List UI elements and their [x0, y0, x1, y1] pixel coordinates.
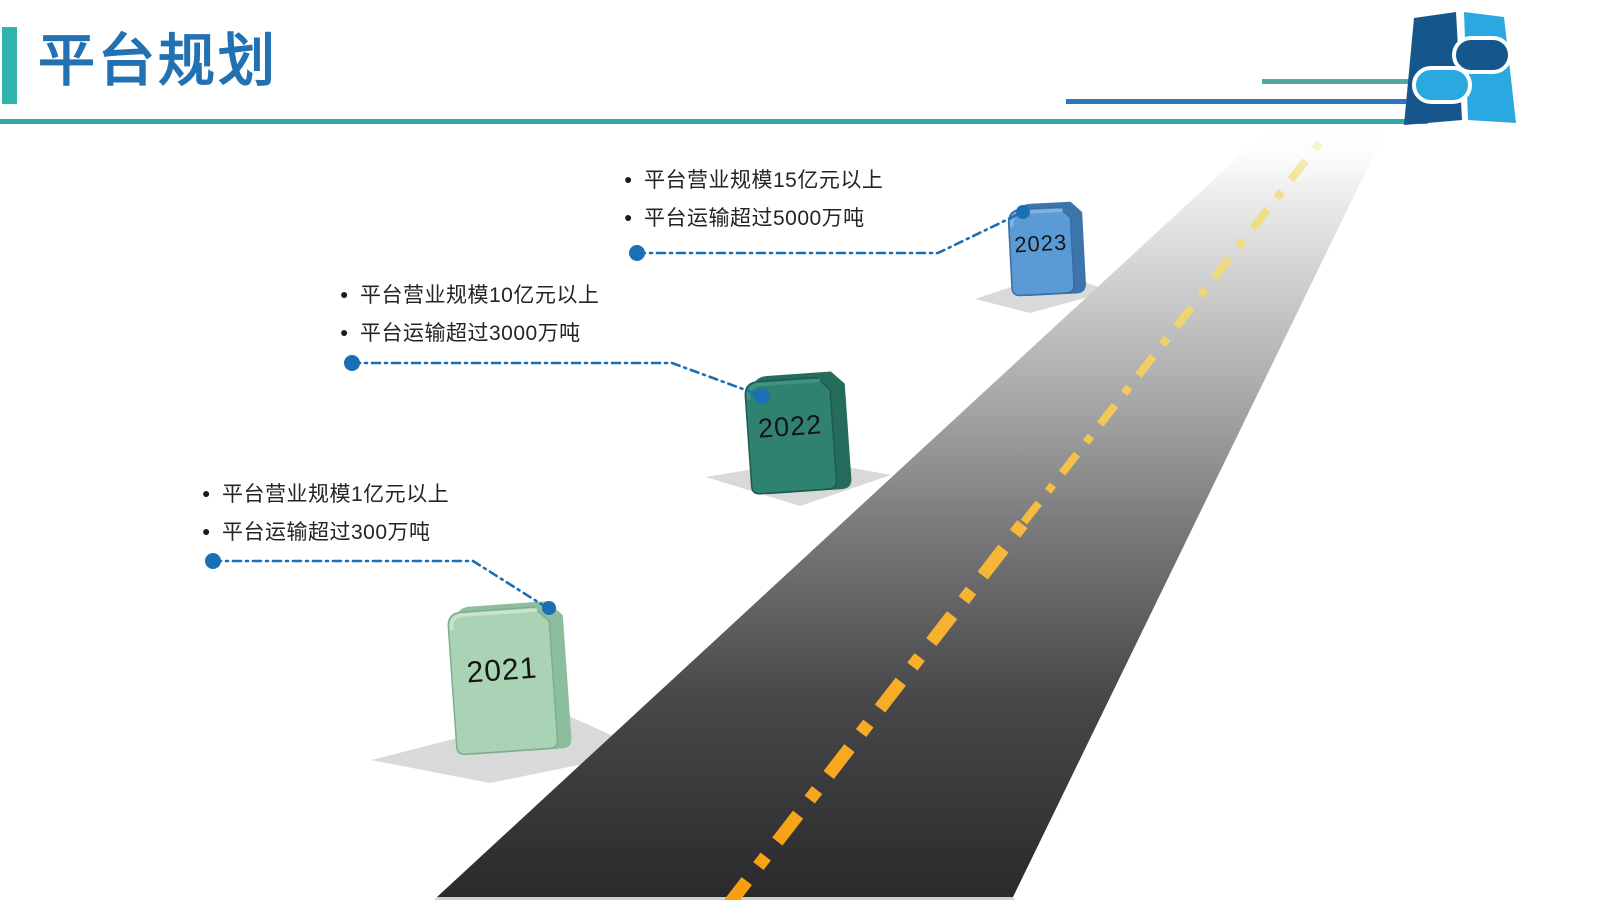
milestone-stone-2021: 2021	[447, 601, 572, 756]
road-edge-strip	[434, 897, 1016, 900]
stone-year-label: 2022	[757, 409, 823, 443]
stone-year-label: 2021	[466, 652, 539, 690]
road	[437, 126, 1388, 897]
connector-2022	[344, 355, 770, 404]
note-text: 平台营业规模15亿元以上	[643, 168, 884, 192]
note-line: ● 平台营业规模1亿元以上	[202, 479, 449, 506]
company-logo	[1404, 11, 1516, 125]
note-text: 平台运输超过300万吨	[221, 520, 431, 544]
road-fade	[1222, 116, 1422, 184]
stones-layer: 2021 2022 2023	[447, 201, 1086, 756]
logo-s-upper-hook	[1452, 36, 1512, 74]
milestone-2021-notes: ● 平台营业规模1亿元以上 ● 平台运输超过300万吨	[202, 479, 449, 555]
note-text: 平台运输超过3000万吨	[359, 321, 581, 345]
stone-year-label: 2023	[1014, 230, 1068, 258]
page-title: 平台规划	[38, 29, 278, 93]
milestone-stone-2023: 2023	[1007, 201, 1086, 297]
stone-bevel-highlight	[746, 378, 821, 401]
stone-face	[447, 606, 559, 756]
stone-bevel-highlight	[449, 608, 538, 631]
stone-face	[1007, 206, 1075, 297]
note-text: 平台运输超过5000万吨	[643, 206, 865, 230]
note-text: 平台营业规模10亿元以上	[359, 283, 600, 307]
note-line: ● 平台运输超过300万吨	[202, 517, 449, 544]
stone-face	[744, 376, 838, 495]
note-line: ● 平台运输超过3000万吨	[340, 318, 599, 345]
note-line: ● 平台营业规模15亿元以上	[624, 165, 883, 192]
note-line: ● 平台运输超过5000万吨	[624, 203, 883, 230]
milestone-stone-2022: 2022	[744, 371, 852, 495]
lane-dash-line-upper	[1020, 138, 1325, 525]
bullet-icon: ●	[202, 522, 211, 539]
connector-2021	[205, 553, 556, 615]
note-text: 平台营业规模1亿元以上	[221, 482, 450, 506]
milestone-2022-notes: ● 平台营业规模10亿元以上 ● 平台运输超过3000万吨	[340, 280, 599, 356]
decor-line-blue	[1066, 99, 1428, 104]
decor-line-teal-short	[1262, 79, 1428, 84]
title-accent-bar	[2, 27, 17, 104]
milestone-2023-notes: ● 平台营业规模15亿元以上 ● 平台运输超过5000万吨	[624, 165, 883, 241]
bullet-icon: ●	[202, 484, 211, 501]
bullet-icon: ●	[624, 208, 633, 225]
decor-line-teal-long	[0, 119, 1428, 124]
bullet-icon: ●	[340, 285, 349, 302]
bullet-icon: ●	[624, 170, 633, 187]
bullet-icon: ●	[340, 323, 349, 340]
note-line: ● 平台营业规模10亿元以上	[340, 280, 599, 307]
connector-2023	[629, 205, 1030, 261]
logo-s-lower-hook	[1412, 66, 1472, 104]
